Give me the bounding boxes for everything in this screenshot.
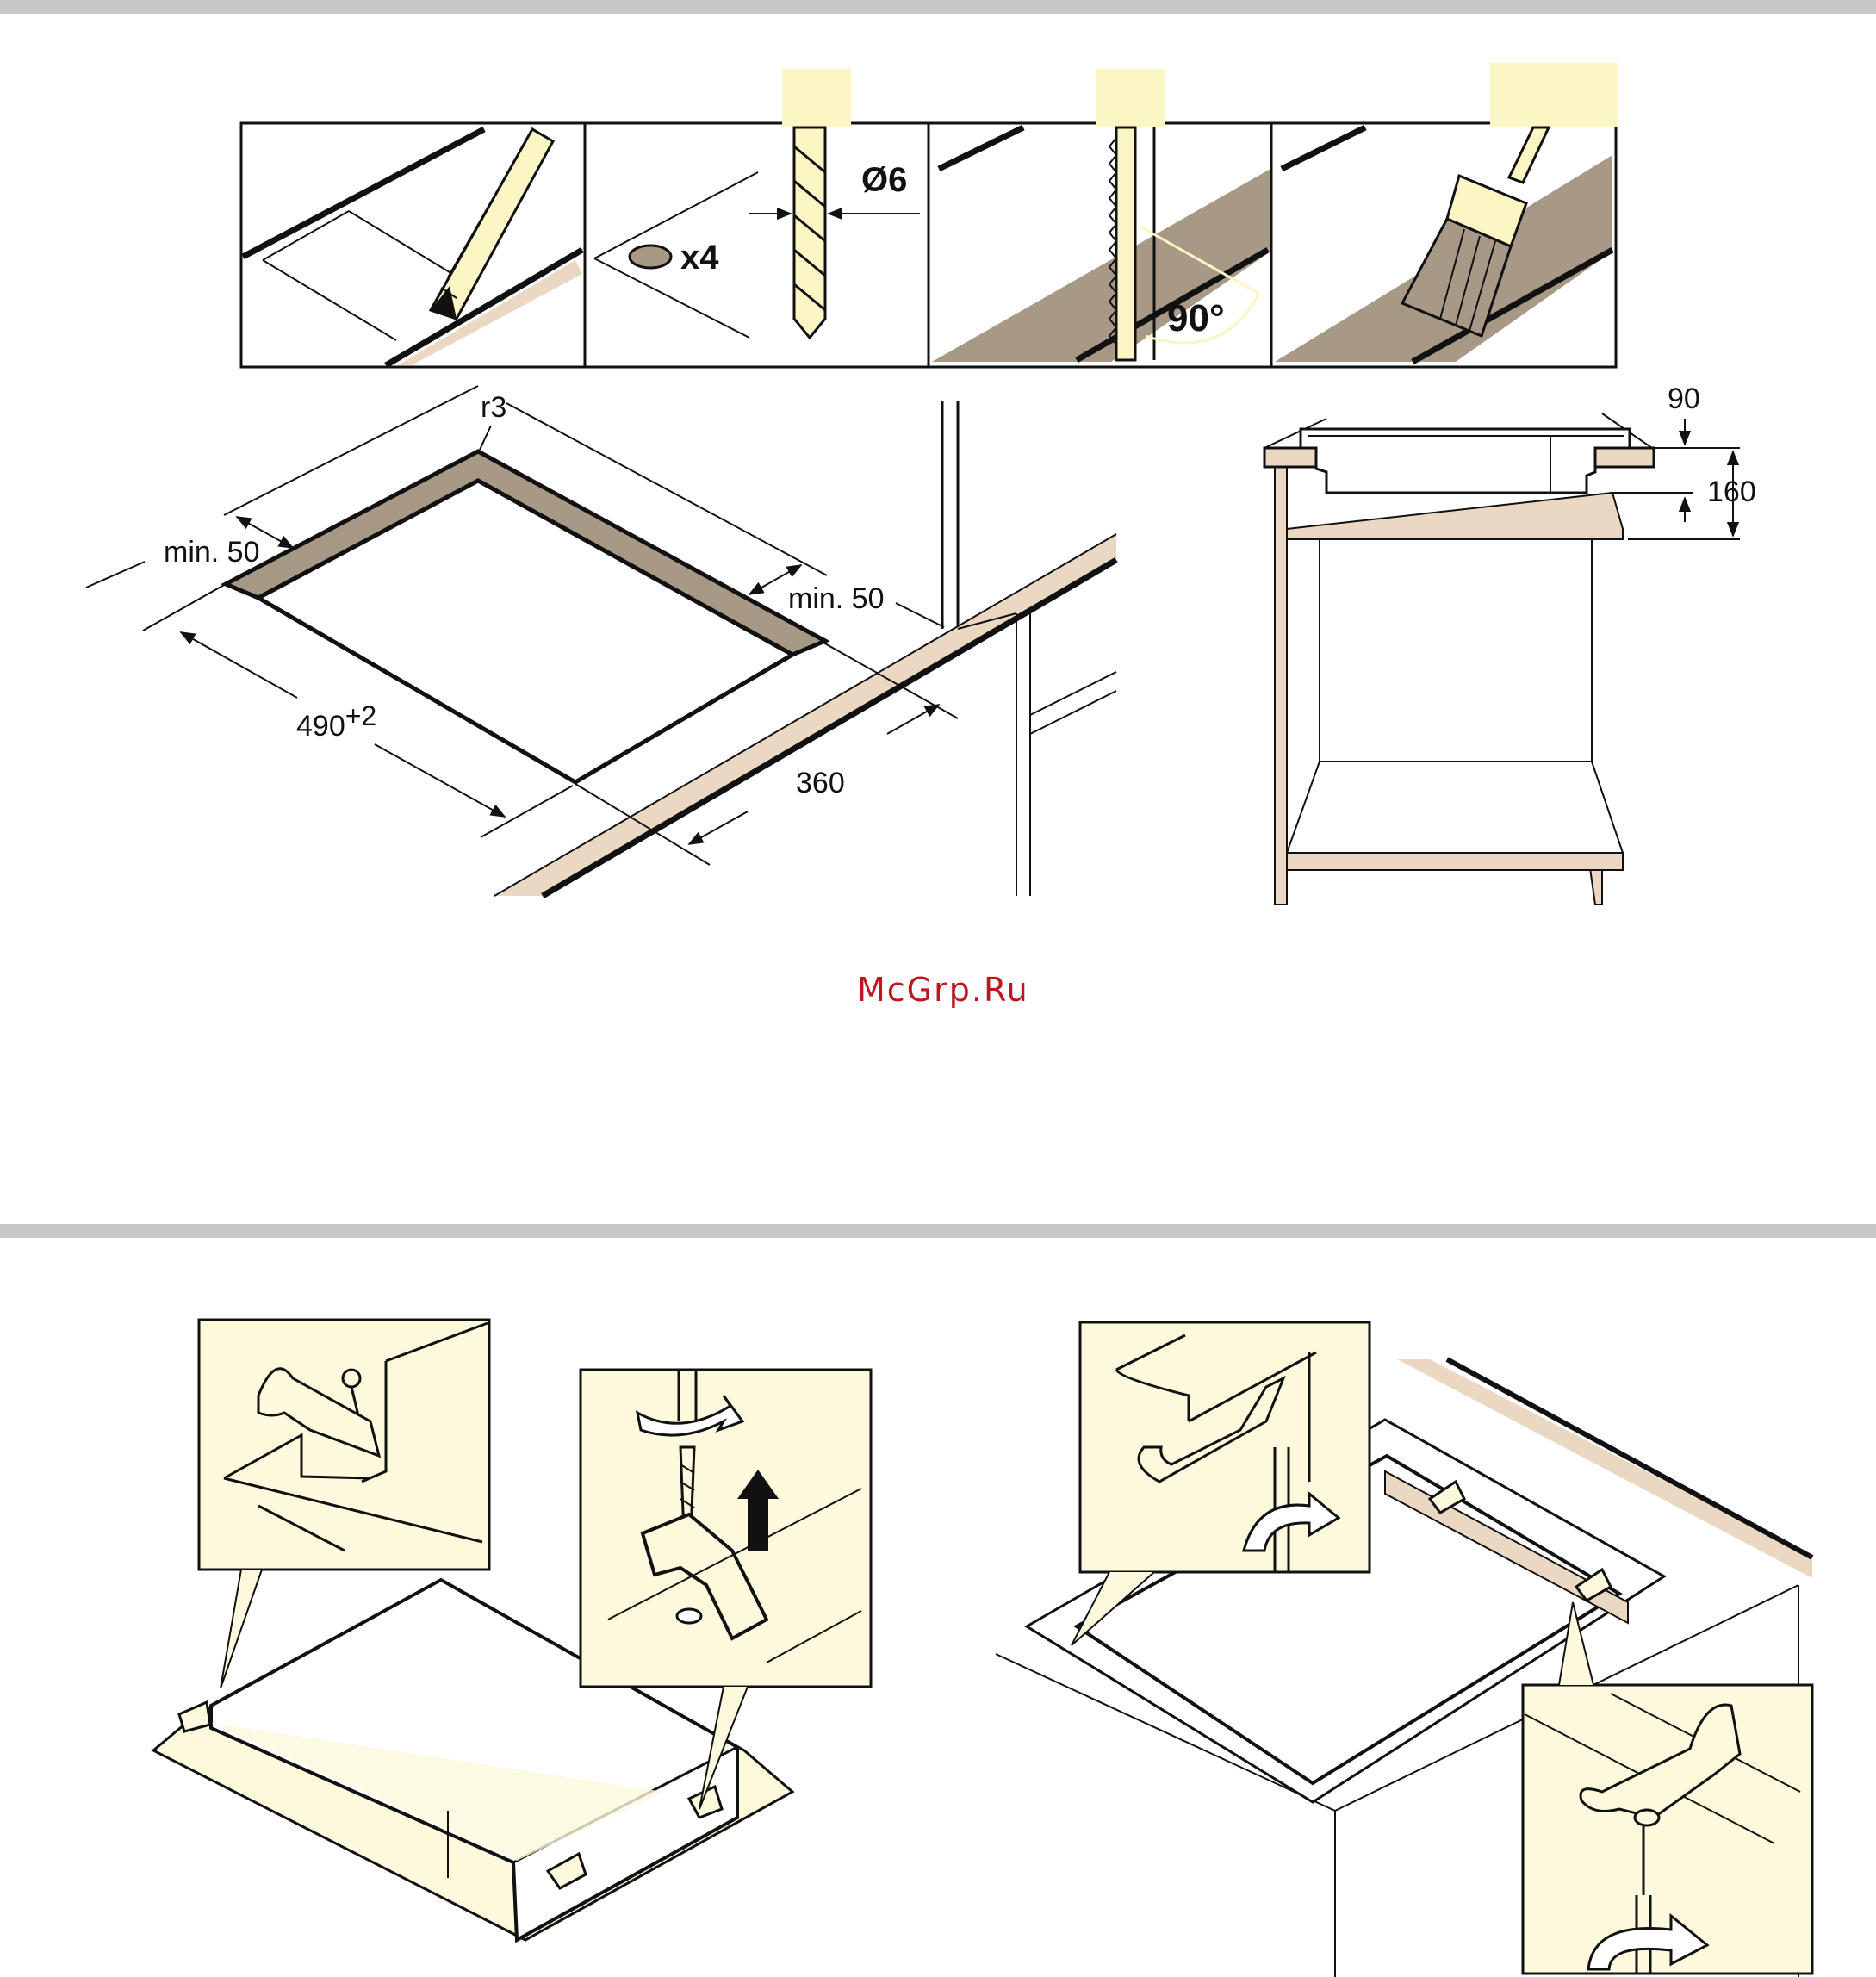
clip-turn-callout (1080, 1322, 1370, 1572)
cut-angle-label: 90° (1167, 297, 1225, 339)
step4-highlight (1490, 63, 1618, 127)
width-value: 490 (296, 710, 345, 743)
top-clearance-label: 90 (1668, 382, 1700, 415)
corner-radius-label: r3 (481, 391, 506, 424)
cabinet-height-label: 160 (1707, 476, 1756, 508)
margin-right-label: min. 50 (788, 582, 885, 615)
watermark-text: McGrp.Ru (857, 971, 1029, 1009)
worktop-clip-fitting-diagram (996, 1322, 1812, 1977)
step2-highlight (782, 69, 851, 127)
width-tolerance: +2 (345, 700, 376, 731)
hob-clip-fitting-diagram (153, 1320, 871, 1940)
step3-highlight (1096, 69, 1165, 127)
top-divider (0, 0, 1876, 14)
width-label: 490+2 (296, 700, 376, 743)
drill-bit-icon (794, 127, 825, 338)
middle-divider (0, 1224, 1876, 1238)
cabinet-section-diagram: 90 160 (1264, 382, 1756, 905)
drill-hole-icon (630, 246, 671, 268)
cutout-dimension-diagram: r3 min. 50 min. 50 490+2 360 (86, 386, 1116, 896)
cabinet-bottom (1287, 853, 1623, 870)
cabinet-shelf (1287, 493, 1623, 539)
drill-diameter-label: Ø6 (861, 161, 907, 199)
step-strip: x4 Ø6 90° (241, 63, 1618, 367)
hob-unit (1301, 429, 1630, 493)
drill-count-label: x4 (680, 239, 719, 277)
margin-left-label: min. 50 (164, 536, 260, 569)
depth-label: 360 (796, 767, 845, 799)
